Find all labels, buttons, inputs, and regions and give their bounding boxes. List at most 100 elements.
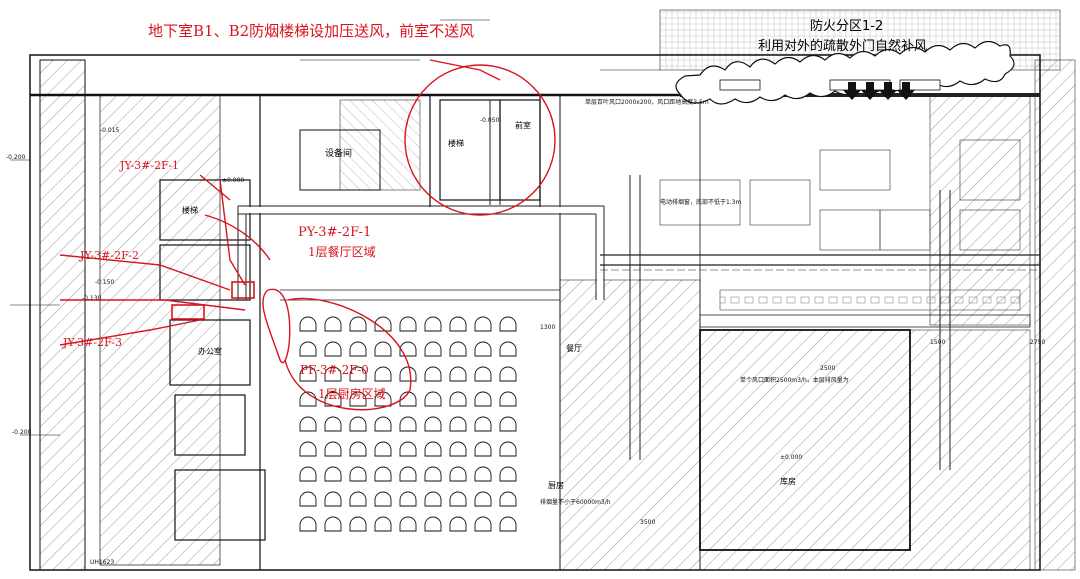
level-8: -0.200 — [12, 429, 32, 436]
room-front: 前室 — [515, 121, 531, 130]
tag-jy1: JY-3#-2F-1 — [120, 159, 179, 172]
dining-seat — [424, 441, 442, 457]
dining-seat — [324, 491, 342, 507]
dining-seat — [349, 516, 367, 532]
dining-seat — [349, 441, 367, 457]
dining-seat — [449, 466, 467, 482]
zone-subtitle: 利用对外的疏散外门自然补风 — [758, 39, 928, 54]
dining-seat — [474, 366, 492, 382]
room-stair-b: 楼梯 — [448, 139, 464, 148]
level-7: ±0.000 — [780, 454, 803, 461]
dining-seat — [424, 516, 442, 532]
dining-seat — [299, 366, 317, 382]
dining-seat — [349, 466, 367, 482]
dining-seat — [449, 366, 467, 382]
dining-seat — [399, 341, 417, 357]
dining-seat — [474, 391, 492, 407]
dim-4: 1500 — [930, 339, 946, 346]
level-3: ±0.000 — [222, 177, 245, 184]
dining-seat — [349, 316, 367, 332]
dining-seat — [449, 491, 467, 507]
dining-seat — [324, 341, 342, 357]
tag-py-note: 1层餐厅区域 — [308, 245, 376, 259]
dining-seat — [499, 441, 517, 457]
level-1: -0.200 — [6, 154, 26, 161]
dining-seat — [499, 466, 517, 482]
dining-seat — [374, 491, 392, 507]
annotation-title: 地下室B1、B2防烟楼梯设加压送风，前室不送风 — [148, 22, 475, 40]
airflow-arrows — [843, 82, 915, 100]
dining-seat — [324, 391, 342, 407]
level-6: -0.150 — [95, 279, 115, 286]
dining-seat — [474, 466, 492, 482]
dim-3: 2750 — [1030, 339, 1046, 346]
tag-pf: PF-3#-2F-0 — [300, 363, 369, 377]
dining-seat — [424, 466, 442, 482]
dining-seat — [399, 516, 417, 532]
dining-seat — [299, 391, 317, 407]
dining-seat — [499, 316, 517, 332]
dining-seat — [299, 516, 317, 532]
dining-seat — [374, 366, 392, 382]
dining-seat — [499, 366, 517, 382]
dining-seat — [424, 316, 442, 332]
dining-seat — [324, 516, 342, 532]
dining-seat — [349, 366, 367, 382]
dining-seat — [424, 491, 442, 507]
dim-6: UH1623 — [90, 559, 115, 566]
dining-seat — [499, 391, 517, 407]
dining-seat — [399, 366, 417, 382]
dining-seat — [324, 466, 342, 482]
note-2: 单个风口面积2500m3/h，本层排风量为 — [740, 377, 849, 384]
dining-seat — [449, 341, 467, 357]
dining-seat — [499, 491, 517, 507]
dining-seat — [299, 441, 317, 457]
dining-seat — [399, 441, 417, 457]
level-2: -0.015 — [100, 127, 120, 134]
dining-seat — [324, 416, 342, 432]
tag-pf-note: 1层厨房区域 — [318, 387, 386, 401]
dining-seat — [399, 316, 417, 332]
note-1: 单层百叶风口2000x200，风口距地高度3.5m — [585, 99, 709, 106]
table-grid — [659, 139, 1021, 251]
dining-seat — [499, 341, 517, 357]
dining-seat — [424, 366, 442, 382]
tag-jy2: JY-3#-2F-2 — [80, 249, 139, 262]
dining-seat — [299, 466, 317, 482]
dining-seat — [324, 366, 342, 382]
smoke-vent-cloud — [675, 40, 1015, 105]
dining-seat — [474, 341, 492, 357]
room-office: 办公室 — [198, 347, 222, 356]
dining-seat — [399, 391, 417, 407]
dining-seat — [399, 491, 417, 507]
note-3: 电动排烟窗，底部不低于1.3m — [660, 199, 742, 206]
dining-seat — [324, 316, 342, 332]
room-stair-a: 楼梯 — [182, 206, 198, 215]
dining-seat — [374, 391, 392, 407]
dining-seat — [424, 391, 442, 407]
zone-title: 防火分区1-2 — [810, 19, 884, 34]
tag-py: PY-3#-2F-1 — [298, 225, 372, 240]
dining-seat — [449, 391, 467, 407]
dining-seat — [424, 416, 442, 432]
dining-seat — [324, 441, 342, 457]
dining-seat — [424, 341, 442, 357]
dining-seat — [474, 516, 492, 532]
dining-seat — [474, 416, 492, 432]
diffusers-row — [699, 289, 1031, 328]
dining-seat — [449, 316, 467, 332]
red-markup — [59, 59, 556, 411]
dining-seat — [399, 416, 417, 432]
dining-seat — [499, 416, 517, 432]
dining-seats — [299, 316, 517, 532]
dining-seat — [299, 416, 317, 432]
dining-seat — [349, 416, 367, 432]
dining-seat — [499, 516, 517, 532]
dining-seat — [299, 341, 317, 357]
dining-seat — [449, 516, 467, 532]
dining-seat — [449, 441, 467, 457]
dining-seat — [374, 441, 392, 457]
dining-seat — [374, 416, 392, 432]
dining-seat — [399, 466, 417, 482]
